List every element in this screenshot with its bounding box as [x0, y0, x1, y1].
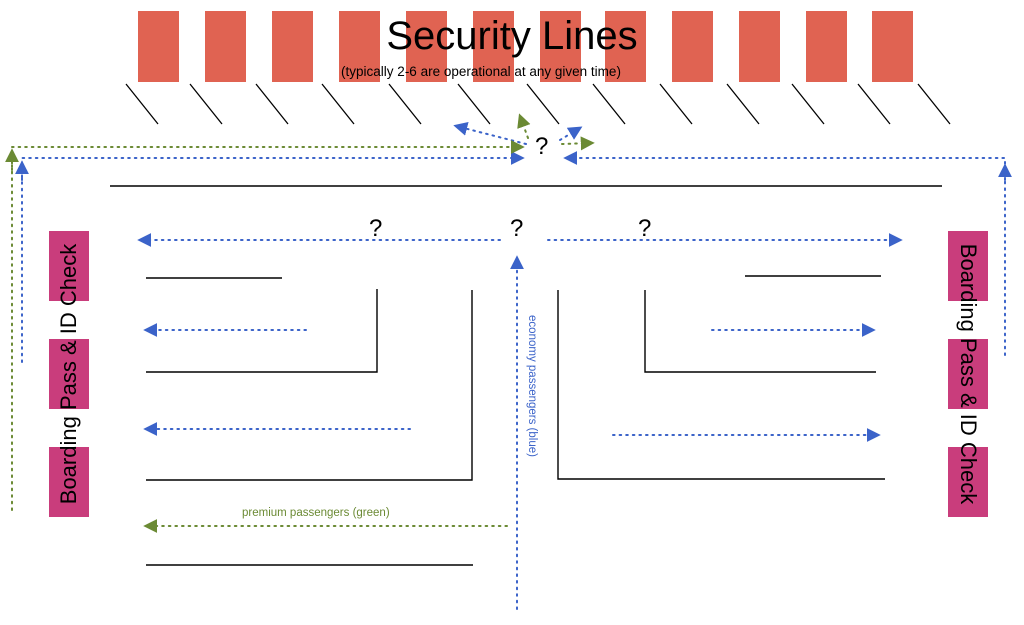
decision-point-top: ?	[535, 133, 549, 160]
premium-paths	[4, 113, 595, 533]
checkpoint-left-segment-3	[49, 447, 89, 517]
checkpoint-right-label: Boarding Pass & ID Check	[956, 243, 981, 505]
security-lane-2	[205, 11, 246, 82]
checkpoint-right-segment-2	[948, 339, 988, 409]
queue-barriers	[110, 185, 942, 566]
decision-point-left: ?	[369, 215, 383, 242]
premium-path-label: premium passengers (green)	[242, 507, 390, 519]
security-lane-11	[806, 11, 847, 82]
security-lane-12	[872, 11, 913, 82]
checkpoint-left-segment-1	[49, 231, 89, 301]
checkpoint-left-label: Boarding Pass & ID Check	[56, 243, 81, 505]
checkpoint-right-segment-3	[948, 447, 988, 517]
checkpoint-left-segment-2	[49, 339, 89, 409]
security-lane-8	[605, 11, 646, 82]
security-lane-5	[406, 11, 447, 82]
security-lane-10	[739, 11, 780, 82]
checkpoint-right-segment-1	[948, 231, 988, 301]
economy-paths	[15, 122, 1012, 610]
security-lane-7	[540, 11, 581, 82]
decision-point-center: ?	[510, 215, 524, 242]
diagram-title: Security Lines	[386, 14, 638, 58]
security-lane-4	[339, 11, 380, 82]
security-lane-3	[272, 11, 313, 82]
security-lane-9	[672, 11, 713, 82]
economy-path-label: economy passengers (blue)	[526, 315, 538, 457]
lane-exit-lines	[125, 83, 951, 125]
decision-point-right: ?	[638, 215, 652, 242]
security-lane-6	[473, 11, 514, 82]
diagram-subtitle: (typically 2-6 are operational at any gi…	[341, 64, 621, 79]
security-lane-1	[138, 11, 179, 82]
